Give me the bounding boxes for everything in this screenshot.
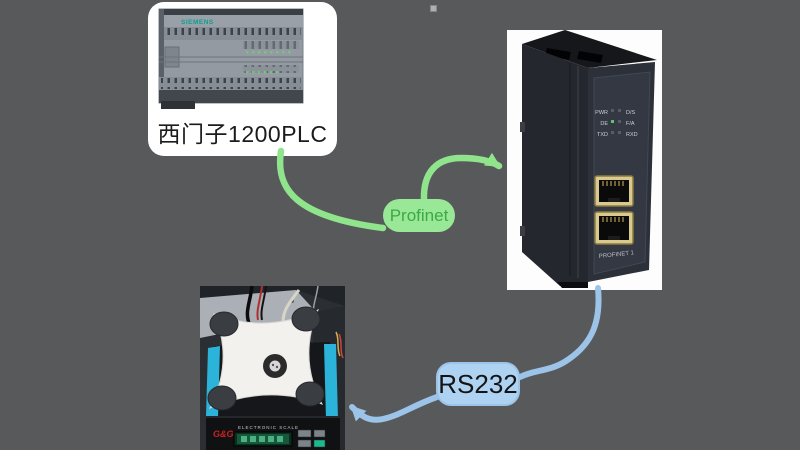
scale-bg-top [200,286,345,306]
plc-photo: SIEMENS [158,8,304,109]
lcd-digits [241,436,283,442]
plc-top-slot [159,9,303,15]
gateway-photo: PWR DE TXD D/S F/A RXD [507,30,662,290]
profinet-curve-arrow [420,152,503,204]
profinet-label-text: Profinet [389,205,449,225]
platform-pads [207,306,325,411]
profinet-curve-1 [276,147,387,232]
led-label: RXD [626,132,638,138]
gateway-illustration: PWR DE TXD D/S F/A RXD [520,30,657,288]
plc-caption: 西门子1200PLC [157,121,328,147]
scale-brand-text: G&G [213,429,234,439]
rj45-port-1 [594,175,634,207]
profinet-label-pill: Profinet [383,199,455,232]
plc-illustration: SIEMENS [158,8,304,109]
plc-card: SIEMENS [148,2,337,156]
led-label: F/A [626,121,635,127]
gateway-led-panel: PWR DE TXD D/S F/A RXD [595,109,638,138]
scale-buttons [297,429,326,448]
led-label: DE [600,121,608,127]
scale-panel: G&G ELECTRONIC SCALE [206,416,340,450]
gateway-side-face [522,44,588,286]
artifact-square [430,5,437,12]
led-label: PWR [595,110,608,116]
rs232-curve-1 [517,285,602,380]
led-label: TXD [597,132,608,138]
plc-brand-text: SIEMENS [181,19,214,26]
gateway-top-face [522,30,657,68]
rj45-port-2 [594,211,634,245]
scale-photo: G&G ELECTRONIC SCALE [200,286,345,450]
scale-illustration: G&G ELECTRONIC SCALE [200,286,345,450]
led-label: D/S [626,110,636,116]
plc-status-leds [246,51,291,54]
scale-panel-label: ELECTRONIC SCALE [238,425,299,430]
gateway-port-label: PROFINET 1 [599,250,635,260]
scale-side-right [324,344,338,420]
rs232-curve-arrow [349,394,440,423]
gateway-leds [611,109,621,134]
gateway-top-slot-2 [577,51,603,63]
rs232-label-text: RS232 [438,368,518,399]
rs232-label-pill: RS232 [436,362,520,406]
